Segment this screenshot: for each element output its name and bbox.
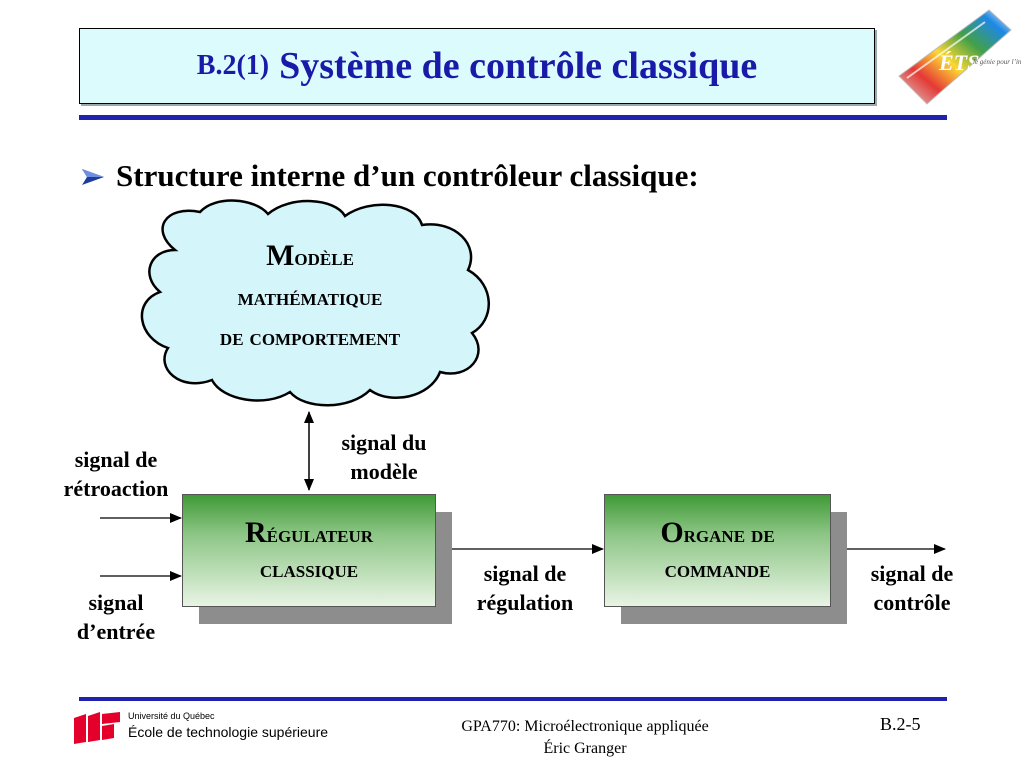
title-rule [79,115,947,120]
cloud-line1-cap: M [266,239,295,272]
regulateur-line2: classique [259,556,359,583]
regulateur-block: Régulateur classique [182,494,436,607]
footer-course-line2: Éric Granger [543,740,627,757]
footer-rule [79,697,947,701]
bullet-arrow-icon [82,169,104,185]
footer-university-line1: Université du Québec [128,711,215,721]
cloud-line2: mathématique [237,285,383,311]
cloud-shape [140,199,490,407]
ets-logo-tagline: le génie pour l’industrie [973,58,1021,66]
organe-cap: O [660,515,684,549]
slide-number: B.2(1) [196,50,270,81]
uq-logo [74,712,120,744]
footer-university-line2: École de technologie supérieure [128,724,329,740]
cloud-line3: de comportement [219,325,401,351]
footer-page-number: B.2-5 [880,714,921,734]
organe-line2: commande [664,556,771,583]
footer-course: GPA770: Microélectronique appliquée Éric… [395,716,775,760]
regulateur-rest: égulateur [266,521,374,548]
footer-course-line1: GPA770: Microélectronique appliquée [461,718,709,735]
bullet-item: Structure interne d’un contrôleur classi… [82,158,699,194]
ets-logo: ÉTS le génie pour l’industrie [898,9,1021,105]
cloud-text: Modèle mathématique de comportement [150,236,470,358]
slide-title: Système de contrôle classique [279,45,758,87]
bullet-text: Structure interne d’un contrôleur classi… [116,158,699,193]
slide-title-box: B.2(1) Système de contrôle classique [79,28,875,104]
ets-logo-letters: ÉTS [938,50,979,75]
organe-rest: rgane de [683,521,775,548]
cloud-line1-rest: odèle [294,245,354,271]
regulateur-cap: R [244,515,267,549]
organe-block: Organe de commande [604,494,831,607]
